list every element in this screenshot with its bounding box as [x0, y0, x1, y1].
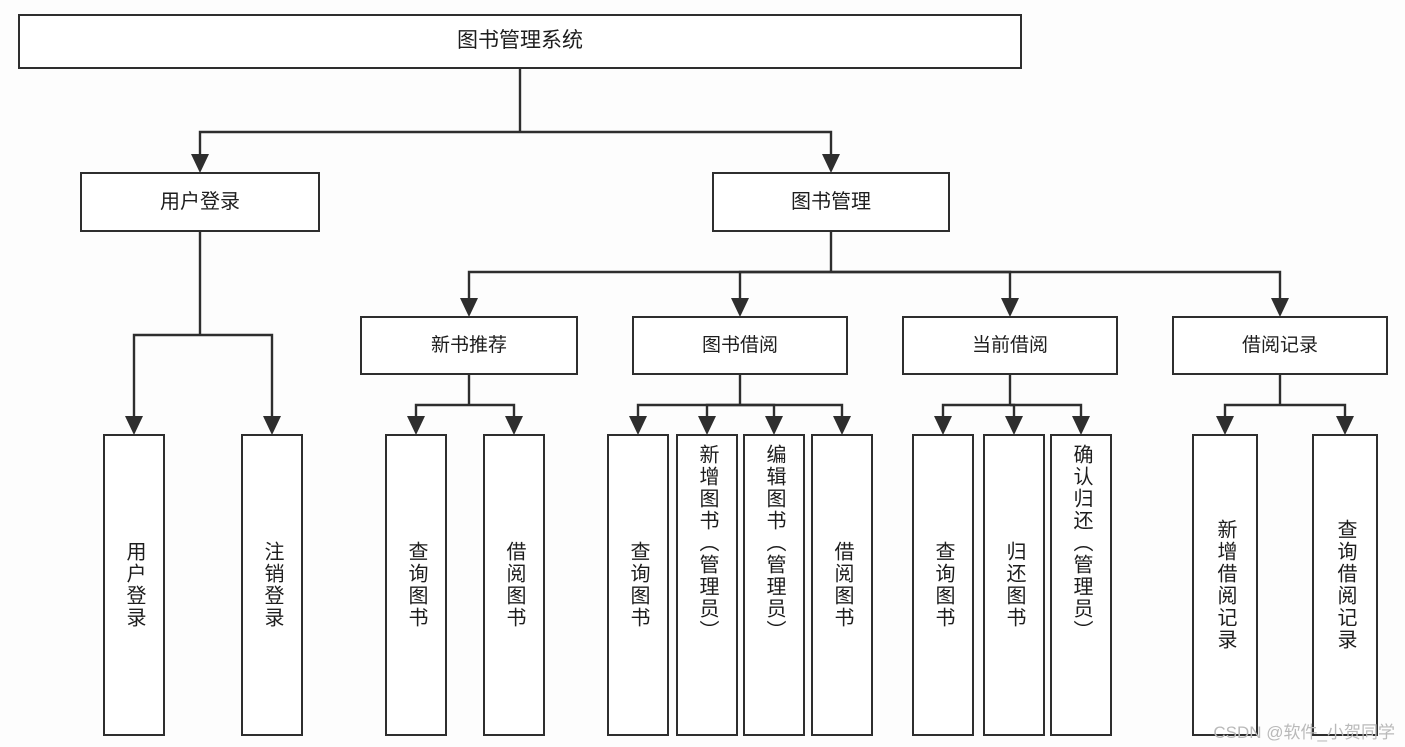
node-label-leaf-borrow-book-1: 借阅图书: [503, 541, 525, 629]
connector-book-manage-to-current-borrow: [831, 270, 1019, 317]
node-leaf-query-book-2[interactable]: 查询图书: [607, 434, 669, 736]
node-label-user-login: 用户登录: [160, 190, 240, 213]
node-current-borrow[interactable]: 当前借阅: [902, 316, 1118, 375]
connector-root-to-user-login: [191, 69, 522, 173]
node-label-leaf-borrow-book-2: 借阅图书: [831, 541, 853, 629]
node-label-leaf-query-book-2: 查询图书: [627, 541, 649, 629]
node-leaf-borrow-book-2[interactable]: 借阅图书: [811, 434, 873, 736]
node-new-book-recommend[interactable]: 新书推荐: [360, 316, 578, 375]
node-label-leaf-return-book: 归还图书: [1003, 541, 1025, 629]
node-leaf-add-record[interactable]: 新增借阅记录: [1192, 434, 1258, 736]
connector-book-borrow-to-leaf-query-book-2: [629, 375, 742, 435]
node-user-login[interactable]: 用户登录: [80, 172, 320, 232]
node-label-leaf-user-login: 用户登录: [123, 541, 145, 629]
node-leaf-edit-book-admin[interactable]: 编辑图书（管理员）: [743, 434, 805, 736]
node-label-leaf-query-book-1: 查询图书: [405, 541, 427, 629]
node-leaf-borrow-book-1[interactable]: 借阅图书: [483, 434, 545, 736]
connector-new-book-recommend-to-leaf-query-book-1: [407, 375, 471, 435]
connector-book-manage-to-new-book-recommend: [460, 232, 833, 317]
connector-root-to-book-manage: [520, 130, 840, 173]
node-leaf-query-book-3[interactable]: 查询图书: [912, 434, 974, 736]
node-label-leaf-add-record: 新增借阅记录: [1214, 519, 1236, 651]
watermark-text: CSDN @软件_小贺同学: [1213, 723, 1395, 742]
node-leaf-query-record[interactable]: 查询借阅记录: [1312, 434, 1378, 736]
connector-book-borrow-to-leaf-edit-book-admin: [740, 403, 783, 435]
node-label-leaf-logout-login: 注销登录: [261, 541, 283, 629]
node-label-leaf-query-book-3: 查询图书: [932, 541, 954, 629]
node-borrow-record[interactable]: 借阅记录: [1172, 316, 1388, 375]
connector-book-borrow-to-leaf-borrow-book-2: [740, 403, 851, 435]
node-label-leaf-edit-book-admin: 编辑图书（管理员）: [763, 444, 785, 642]
node-leaf-add-book-admin[interactable]: 新增图书（管理员）: [676, 434, 738, 736]
connector-borrow-record-to-leaf-query-record: [1280, 403, 1354, 435]
connector-book-borrow-to-leaf-add-book-admin: [698, 403, 740, 435]
node-leaf-logout-login[interactable]: 注销登录: [241, 434, 303, 736]
node-label-leaf-query-record: 查询借阅记录: [1334, 519, 1356, 651]
connector-current-borrow-to-leaf-return-book: [1005, 403, 1023, 435]
node-leaf-confirm-return[interactable]: 确认归还（管理员）: [1050, 434, 1112, 736]
node-book-borrow[interactable]: 图书借阅: [632, 316, 848, 375]
node-leaf-return-book[interactable]: 归还图书: [983, 434, 1045, 736]
connector-current-borrow-to-leaf-query-book-3: [934, 375, 1012, 435]
node-label-book-manage: 图书管理: [791, 190, 871, 213]
node-label-new-book-recommend: 新书推荐: [430, 334, 507, 356]
connector-borrow-record-to-leaf-add-record: [1216, 375, 1282, 435]
node-leaf-user-login[interactable]: 用户登录: [103, 434, 165, 736]
connector-book-manage-to-borrow-record: [831, 270, 1289, 317]
connector-book-manage-to-book-borrow: [731, 270, 831, 317]
node-book-manage[interactable]: 图书管理: [712, 172, 950, 232]
node-label-borrow-record: 借阅记录: [1241, 334, 1318, 356]
connector-user-login-to-leaf-logout-login: [200, 333, 281, 435]
connector-user-login-to-leaf-user-login: [125, 232, 202, 435]
node-leaf-query-book-1[interactable]: 查询图书: [385, 434, 447, 736]
connector-new-book-recommend-to-leaf-borrow-book-1: [469, 403, 523, 435]
node-label-current-borrow: 当前借阅: [971, 334, 1048, 356]
node-label-root: 图书管理系统: [457, 29, 583, 53]
node-label-leaf-add-book-admin: 新增图书（管理员）: [696, 444, 718, 642]
node-root[interactable]: 图书管理系统: [18, 14, 1022, 69]
node-label-book-borrow: 图书借阅: [701, 334, 778, 356]
connector-current-borrow-to-leaf-confirm-return: [1010, 403, 1090, 435]
node-label-leaf-confirm-return: 确认归还（管理员）: [1070, 444, 1092, 642]
